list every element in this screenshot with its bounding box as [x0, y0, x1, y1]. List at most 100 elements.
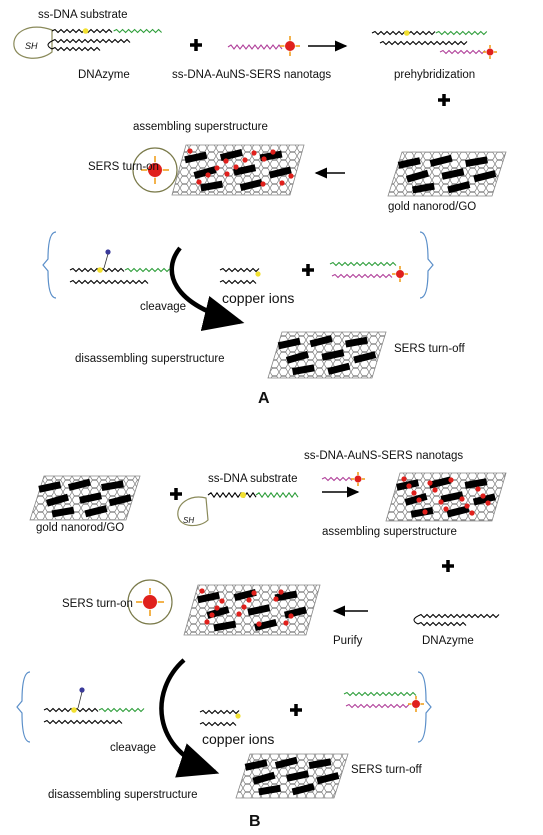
a-gold-go-nanorod-4 [441, 168, 465, 180]
b-assembled-nanotag-dot-5 [278, 589, 284, 595]
panel-b-label: B [249, 813, 261, 830]
a-cleave-dnazyme [69, 279, 149, 285]
b-assembled-top-nanotag-dot-0 [401, 476, 407, 482]
b-substrate-ribo [240, 492, 246, 498]
b-plus-2 [442, 560, 454, 572]
b-gold-go-nanorod-6 [51, 506, 75, 518]
a-prehyb-substrate-ribo [404, 30, 410, 36]
b-assembled-top-nanotag-dot-2 [475, 486, 481, 492]
a-assembled-nanotag-dot-7 [242, 157, 248, 163]
b-assembled-nanorod-6 [213, 620, 237, 632]
b-assembled-nanotag-dot-13 [256, 621, 262, 627]
a-substrate-ribo [82, 28, 89, 34]
a-sh-label: SH [25, 41, 38, 51]
b-assembled-top-nanotag-dot-3 [422, 509, 428, 515]
a-assembled-nanotag-dot-0 [187, 148, 193, 154]
a-assembled-nanorod-6 [200, 180, 224, 192]
b-assembled-nanotag-dot-12 [219, 598, 225, 604]
a-gold-go-nanorod-7 [447, 181, 471, 194]
a-disassembled-nanorod-0 [277, 337, 301, 350]
panel-a-label: A [258, 390, 270, 407]
a-cleave-substrate-green-strand [124, 267, 171, 273]
a-cut-strand-bottom [219, 279, 257, 285]
b-assembled-nanotag-dot-1 [236, 611, 242, 617]
b-sers-off-label: SERS turn-off [351, 764, 422, 776]
a-prehyb-substrate-dark-strand [371, 30, 436, 36]
b-dnazyme-return [417, 621, 467, 627]
a-assembling-label: assembling superstructure [133, 121, 268, 133]
b-assembled-nanotag-dot-9 [214, 605, 220, 611]
a-assembled-nanotag-dot-5 [270, 149, 276, 155]
b-sers-on-label: SERS turn-on [62, 598, 133, 610]
b-disassembled-nanorod-3 [252, 771, 276, 785]
a-disassembled-nanorod-1 [309, 335, 333, 348]
b-dnazyme-label: DNAzyme [422, 635, 474, 647]
a-copper-ion-bound [105, 249, 111, 255]
b-assembling-label: assembling superstructure [322, 526, 457, 538]
a-gold-go-nanorod-1 [429, 154, 453, 167]
a-assembled-nanorod-4 [233, 164, 257, 176]
b-assembled-top-nanotag-dot-15 [416, 497, 422, 503]
b-bracket-right [417, 671, 432, 743]
b-assembled-nanotag-dot-8 [283, 620, 289, 626]
b-copper-ion-bound [79, 687, 85, 693]
a-prehyb-tag-core [486, 48, 494, 56]
a-dnazyme-return [51, 46, 101, 52]
b-disassembled-nanorod-6 [258, 784, 282, 796]
b-assembled-nanorod-1 [233, 588, 257, 602]
b-ss-dna-substrate-label: ss-DNA substrate [208, 473, 298, 485]
a-disassembled-nanorod-4 [321, 349, 345, 361]
b-cut-ribo [235, 713, 241, 719]
b-disassembled-nanorod-4 [286, 770, 310, 782]
a-gold-go-nanorod-2 [465, 156, 488, 168]
b-assembled-top-nanorod-1 [428, 476, 452, 489]
a-prehyb-substrate-green-strand [435, 30, 488, 36]
a-assembled-nanotag-dot-4 [233, 164, 239, 170]
b-assembled-top-nanotag-dot-6 [443, 506, 449, 512]
a-assembled-nanotag-dot-2 [261, 156, 267, 162]
b-assembled-top-nanotag-dot-14 [469, 510, 475, 516]
a-assembled-nanorod-0 [184, 151, 208, 164]
b-copper-tether [77, 691, 83, 709]
b-disassembling-label: disassembling superstructure [48, 789, 198, 801]
b-assembled-top-nanotag-dot-5 [406, 483, 412, 489]
a-assembled-nanotag-dot-10 [251, 150, 257, 156]
b-cleave-substrate-green-strand [98, 707, 145, 713]
b-assembled-nanotag-dot-6 [209, 612, 215, 618]
a-nanotag-strand [227, 44, 283, 50]
b-assembled-nanotag-dot-3 [204, 619, 210, 625]
b-assembled-top-nanorod-4 [440, 491, 464, 503]
b-assembled-top-nanorod-6 [410, 507, 434, 518]
a-plus-1 [190, 39, 202, 51]
b-dnazyme-strand [417, 613, 500, 619]
b-sh-label: SH [183, 516, 195, 525]
a-sers-off-label: SERS turn-off [394, 343, 465, 355]
b-cut-strand-bottom [199, 721, 237, 727]
a-assembled-nanotag-dot-11 [288, 173, 294, 179]
b-plus-1 [170, 488, 182, 500]
b-free-magenta [345, 703, 410, 709]
b-cleavage-label: cleavage [110, 742, 157, 754]
a-assembled-nanotag-dot-8 [279, 180, 285, 186]
b-sh-bead-outline [177, 496, 209, 527]
b-assembled-top-nanotag-dot-4 [459, 496, 465, 502]
b-assembled-top-nanotag-dot-11 [448, 477, 454, 483]
b-dnazyme-loop [413, 615, 419, 625]
b-assembled-top-nanotag-dot-9 [464, 503, 470, 509]
a-assembled-nanorod-7 [239, 178, 263, 192]
b-disassembled-nanorod-0 [244, 759, 268, 771]
b-cleave-substrate-dark-strand [43, 707, 99, 713]
a-plus-3 [302, 264, 314, 276]
a-copper-label: copper ions [222, 290, 295, 306]
a-plus-2 [438, 94, 450, 106]
a-sers-on-tag-core [148, 163, 162, 177]
b-gold-go-nanorod-3 [45, 493, 70, 507]
a-assembled-nanotag-dot-1 [224, 171, 230, 177]
a-assembled-nanotag-dot-12 [223, 158, 229, 164]
b-assembled-top-nanotag-dot-1 [438, 499, 444, 505]
b-gold-go-nanorod-5 [108, 494, 132, 507]
b-gold-go-label: gold nanorod/GO [36, 522, 125, 534]
a-bracket-right [419, 231, 434, 299]
a-gold-go-nanorod-3 [405, 169, 430, 183]
